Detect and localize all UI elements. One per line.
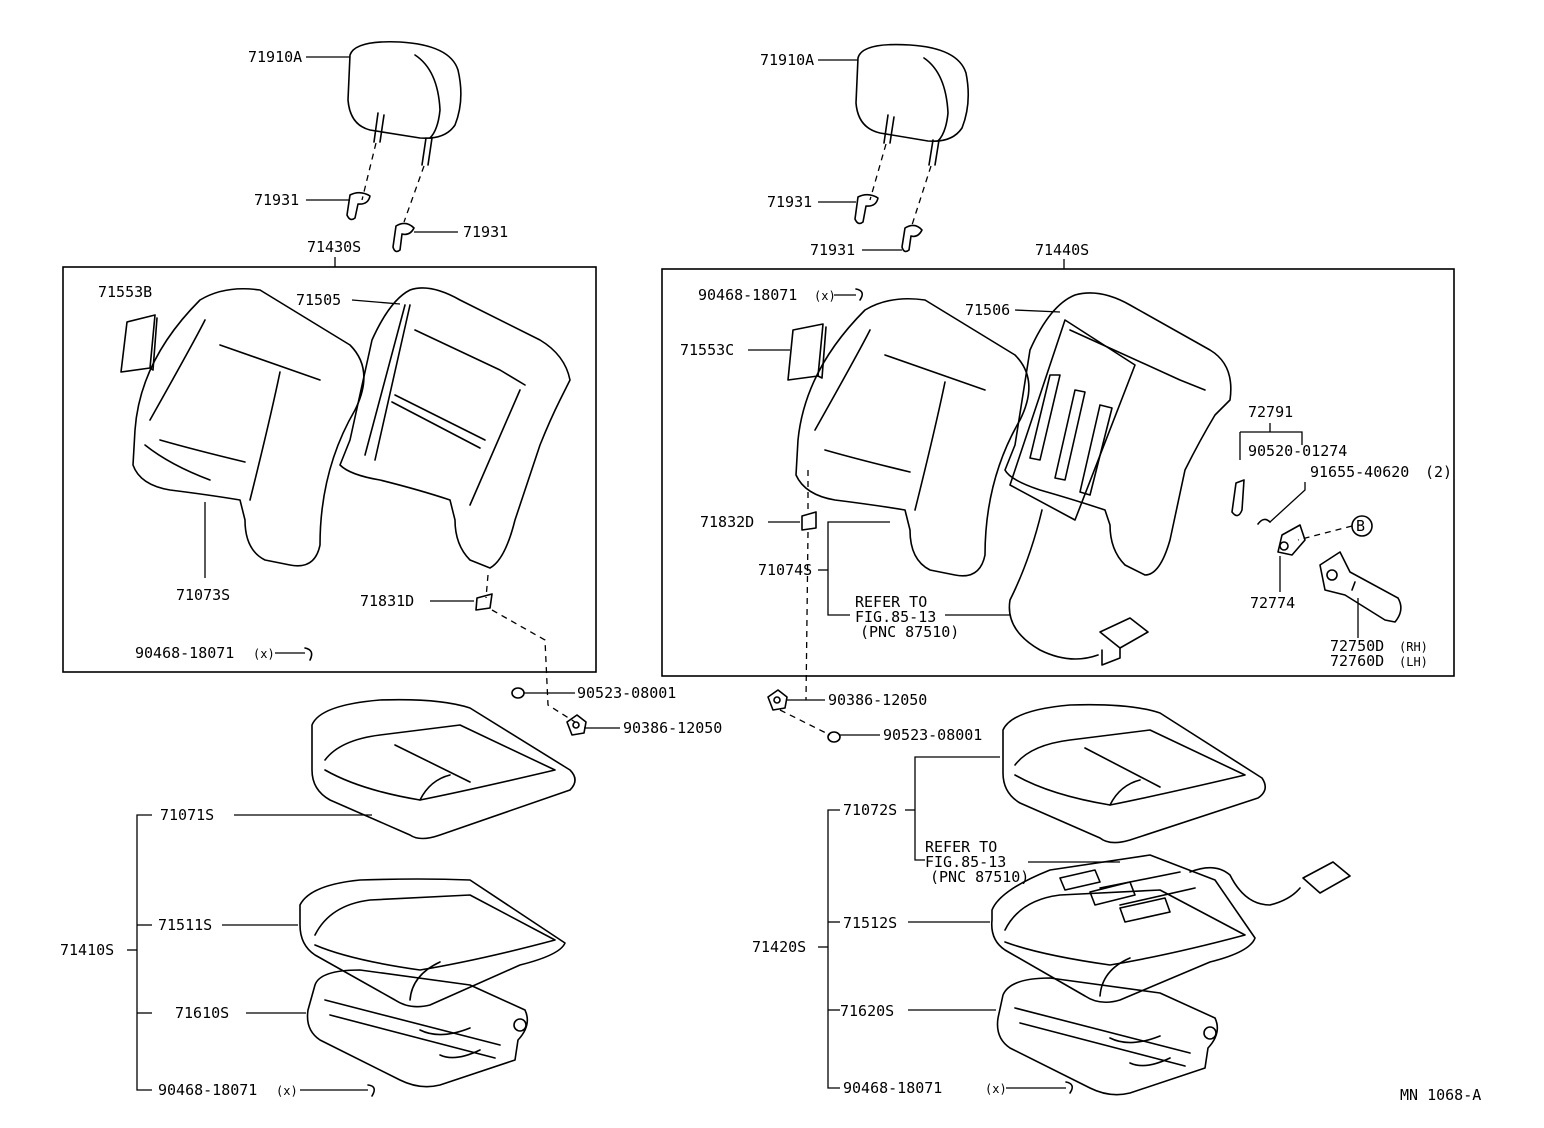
label-72760d: 72760D [1330,652,1384,670]
washer-right[interactable] [827,731,841,743]
label-cush-pad-left: 71511S [158,916,212,934]
back-frame-right[interactable] [1004,292,1232,576]
label-cush-cover-left: 71071S [160,806,214,824]
label-washer-left: 90523-08001 [577,684,676,702]
label-hogring-left-box: 90468-18071 [135,644,234,662]
label-cush-frame-right: 71620S [840,1002,894,1020]
label-hogring-left-box-x: (x) [253,647,275,661]
label-headrest-right: 71910A [760,51,814,69]
hogring-left-box [304,647,313,661]
label-support-left-a: 71931 [254,191,299,209]
cushion-pad-left[interactable] [299,878,566,1008]
back-cover-left[interactable] [132,287,365,567]
cushion-frame-left[interactable] [306,969,529,1088]
label-hogring-right-box-x: (x) [814,289,836,303]
label-pad-right: 71553C [680,341,734,359]
label-hogring-left-bottom-x: (x) [276,1084,298,1098]
headrest-support-left-b[interactable] [392,222,415,253]
label-frame-right: 71506 [965,301,1010,319]
label-back-assy-right: 71440S [1035,241,1089,259]
label-91655: 91655-40620 [1310,463,1409,481]
headrest-support-left-a[interactable] [346,191,371,221]
side-cover-72750d[interactable] [1319,551,1402,623]
svg-text:B: B [1356,517,1365,535]
label-91655-qty: (2) [1425,463,1452,481]
label-72774: 72774 [1250,594,1295,612]
label-nut-left: 90386-12050 [623,719,722,737]
label-washer-right: 90523-08001 [883,726,982,744]
nut-left[interactable] [566,714,587,736]
cover-bracket-left[interactable] [475,593,493,611]
nut-right[interactable] [767,689,788,711]
headrest-right[interactable] [855,43,970,166]
label-support-right-b: 71931 [810,241,855,259]
cushion-frame-right[interactable] [996,977,1219,1096]
cushion-heater-harness[interactable] [1189,861,1351,906]
label-72750d: 72750D [1330,637,1384,655]
label-72760d-side: (LH) [1399,655,1428,669]
label-cush-assy-right: 71420S [752,938,806,956]
cushion-pad-right[interactable] [990,854,1256,1004]
label-refer-cush-2: FIG.85-13 [925,853,1006,871]
label-cush-frame-left: 71610S [175,1004,229,1022]
label-refer-back-2: FIG.85-13 [855,608,936,626]
headrest-support-right-a[interactable] [854,193,879,225]
back-frame-left[interactable] [339,287,571,569]
back-pad-right[interactable] [787,323,827,381]
label-hogring-left-bottom: 90468-18071 [158,1081,257,1099]
lever-knob-72774[interactable] [1277,524,1306,556]
headrest-support-right-b[interactable] [901,224,923,253]
label-cover-left: 71073S [176,586,230,604]
label-cush-cover-right: 71072S [843,801,897,819]
back-heater-harness[interactable] [1008,509,1149,666]
label-refer-cush-3: (PNC 87510) [930,868,1029,886]
back-assy-right-box [661,268,1455,677]
washer-left[interactable] [511,687,525,699]
label-72750d-side: (RH) [1399,640,1428,654]
label-hogring-right-bottom: 90468-18071 [843,1079,942,1097]
hogring-right-bottom [1065,1081,1074,1094]
label-cush-assy-left: 71410S [60,941,114,959]
label-90520: 90520-01274 [1248,442,1347,460]
back-pad-left[interactable] [120,314,158,373]
back-assy-left-box [62,266,597,673]
label-refer-back-1: REFER TO [855,593,927,611]
hogring-right-box [855,288,864,301]
label-cover-bracket-left: 71831D [360,592,414,610]
label-72791: 72791 [1248,403,1293,421]
label-nut-right: 90386-12050 [828,691,927,709]
ref-mark-b: B [1351,515,1373,537]
diagram-code: MN 1068-A [1400,1086,1481,1104]
label-headrest-left: 71910A [248,48,302,66]
headrest-left[interactable] [347,40,462,166]
cover-bracket-right[interactable] [801,511,817,531]
back-cover-right[interactable] [795,297,1030,577]
cushion-cover-right[interactable] [1002,703,1266,844]
label-frame-left: 71505 [296,291,341,309]
cushion-cover-left[interactable] [311,698,576,840]
label-hogring-right-box: 90468-18071 [698,286,797,304]
label-hogring-right-bottom-x: (x) [985,1082,1007,1096]
label-support-left-b: 71931 [463,223,508,241]
lever-screw[interactable] [1231,479,1245,517]
label-refer-cush-1: REFER TO [925,838,997,856]
label-pad-left: 71553B [98,283,152,301]
label-cover-bracket-right: 71832D [700,513,754,531]
label-support-right-a: 71931 [767,193,812,211]
bolt-91655 [1257,518,1271,525]
label-cover-right: 71074S [758,561,812,579]
label-back-assy-left: 71430S [307,238,361,256]
hogring-left-bottom [367,1084,376,1097]
label-cush-pad-right: 71512S [843,914,897,932]
label-refer-back-3: (PNC 87510) [860,623,959,641]
